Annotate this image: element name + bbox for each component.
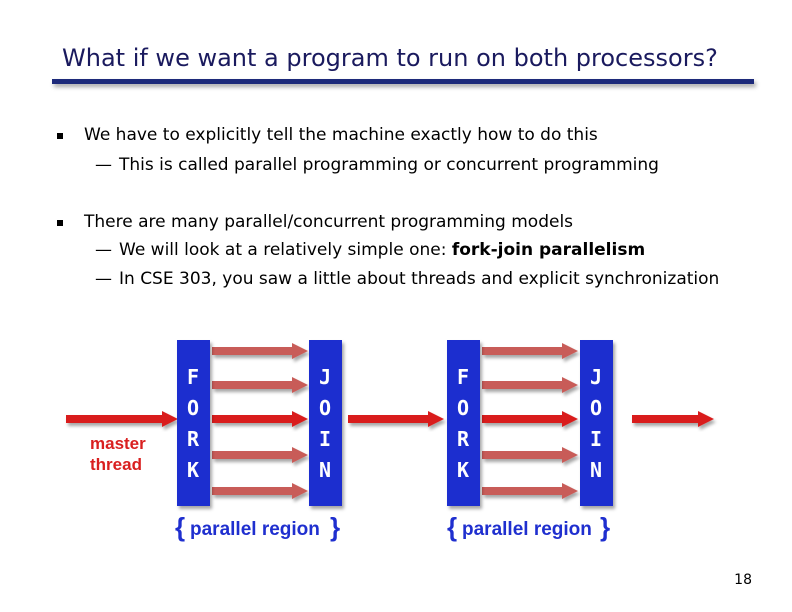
slide-title: What if we want a program to run on both… xyxy=(62,44,718,72)
join-box xyxy=(309,340,342,506)
master-arrow-head xyxy=(162,411,178,427)
bullet-item: There are many parallel/concurrent progr… xyxy=(56,212,574,232)
sub-bullet-text: We will look at a relatively simple one: xyxy=(119,240,452,260)
brace-close: } xyxy=(600,512,610,542)
master-arrow-head xyxy=(698,411,714,427)
master-arrow-shaft xyxy=(632,415,700,423)
worker-arrows-region-2 xyxy=(482,343,578,499)
sub-bullet-bold-term: fork-join parallelism xyxy=(451,240,646,260)
fork-box xyxy=(177,340,210,506)
brace-open: { xyxy=(175,512,185,542)
svg-text:J: J xyxy=(319,365,331,389)
bullet-item: We have to explicitly tell the machine e… xyxy=(57,125,598,145)
svg-text:K: K xyxy=(457,458,469,482)
worker-arrow xyxy=(212,487,294,495)
svg-text:R: R xyxy=(187,427,200,451)
svg-text:R: R xyxy=(457,427,470,451)
master-arrow-shaft xyxy=(66,415,164,423)
master-arrow-head xyxy=(428,411,444,427)
parallel-region-1: { parallel region } xyxy=(175,512,340,542)
parallel-region-label: parallel region xyxy=(190,519,320,540)
sub-bullet-item: This is called parallel programming or c… xyxy=(95,155,659,175)
master-arrow-shaft xyxy=(348,415,430,423)
svg-text:I: I xyxy=(590,427,602,451)
parallel-region-2: { parallel region } xyxy=(447,512,610,542)
svg-text:O: O xyxy=(319,396,331,420)
worker-arrow xyxy=(482,451,564,459)
join-box xyxy=(580,340,613,506)
join-label-1: J O I N xyxy=(319,365,331,482)
worker-arrow xyxy=(212,451,294,459)
brace-open: { xyxy=(447,512,457,542)
join-label-2: J O I N xyxy=(590,365,602,482)
master-thread-label: master xyxy=(90,434,146,453)
worker-arrow xyxy=(482,487,564,495)
sub-bullet-item: In CSE 303, you saw a little about threa… xyxy=(95,269,719,289)
svg-text:N: N xyxy=(590,458,602,482)
svg-text:O: O xyxy=(590,396,602,420)
fork-box xyxy=(447,340,480,506)
fork-label-2: F O R K xyxy=(457,365,470,482)
parallel-region-label: parallel region xyxy=(462,519,592,540)
brace-close: } xyxy=(330,512,340,542)
title-divider xyxy=(52,79,754,84)
svg-text:I: I xyxy=(319,427,331,451)
worker-arrow xyxy=(482,381,564,389)
svg-text:F: F xyxy=(457,365,469,389)
sub-bullet-item: We will look at a relatively simple one:… xyxy=(95,240,646,260)
fork-label-1: F O R K xyxy=(187,365,200,482)
worker-arrow xyxy=(212,381,294,389)
svg-text:N: N xyxy=(319,458,331,482)
worker-arrows-region-1 xyxy=(212,343,308,499)
worker-arrow xyxy=(482,347,564,355)
master-thread-arrows xyxy=(66,411,714,427)
worker-arrow-master xyxy=(212,415,294,423)
svg-text:K: K xyxy=(187,458,199,482)
page-number: 18 xyxy=(734,572,752,588)
svg-text:J: J xyxy=(590,365,602,389)
worker-arrow-master xyxy=(482,415,564,423)
svg-text:O: O xyxy=(187,396,199,420)
master-thread-label: thread xyxy=(90,455,142,474)
svg-text:O: O xyxy=(457,396,469,420)
worker-arrow xyxy=(212,347,294,355)
svg-text:F: F xyxy=(187,365,199,389)
